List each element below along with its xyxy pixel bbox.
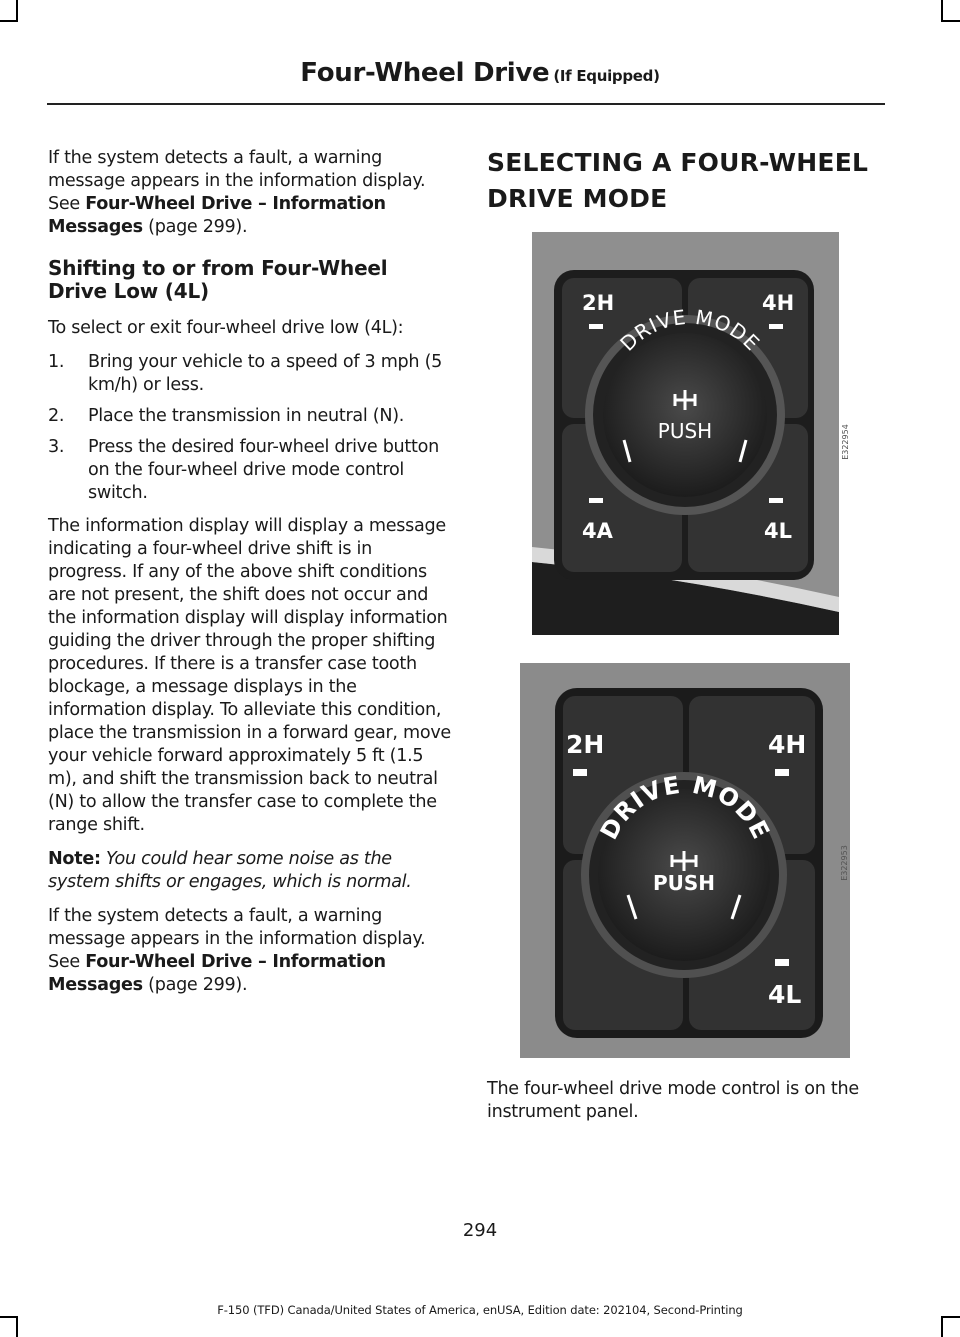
right-column: SELECTING A FOUR-WHEEL DRIVE MODE xyxy=(487,145,887,217)
intro-text: To select or exit four-wheel drive low (… xyxy=(48,318,404,338)
header-rule xyxy=(47,103,885,105)
crop-mark xyxy=(941,1316,943,1337)
step-list: 1. Bring your vehicle to a speed of 3 mph… xyxy=(48,351,453,505)
section-heading-line-2: DRIVE MODE xyxy=(487,184,668,213)
crop-mark xyxy=(941,20,960,22)
step-text: Place the transmission in neutral (N). xyxy=(88,406,405,426)
note-label: Note: xyxy=(48,849,101,869)
list-item: 3. Press the desired four-wheel drive but… xyxy=(48,436,453,505)
fault-text: If the system detects a fault, a warning… xyxy=(48,148,426,214)
drive-mode-knob[interactable] xyxy=(598,789,770,961)
cross-reference-link[interactable]: Four-Wheel Drive – Information Messages xyxy=(48,952,386,995)
page-number: 294 xyxy=(462,1220,498,1241)
page-header: Four-Wheel Drive(If Equipped) xyxy=(0,58,960,88)
fault-text: If the system detects a fault, a warning… xyxy=(48,906,426,972)
note-paragraph: Note: You could hear some noise as the s… xyxy=(48,848,453,894)
crop-mark xyxy=(16,1316,18,1337)
drivetrain-icon xyxy=(673,390,697,410)
label-4h: 4H xyxy=(768,730,806,759)
fault-paragraph: If the system detects a fault, a warning… xyxy=(48,147,453,239)
knob-push-label: PUSH xyxy=(658,419,712,443)
crop-mark xyxy=(941,1316,960,1318)
label-2h: 2H xyxy=(582,291,614,315)
left-column: If the system detects a fault, a warning… xyxy=(48,147,453,1008)
label-4a: 4A xyxy=(582,519,614,543)
step-text: Bring your vehicle to a speed of 3 mph (… xyxy=(88,352,443,395)
header-title: Four-Wheel Drive xyxy=(300,58,550,88)
label-4h: 4H xyxy=(762,291,794,315)
figure-code: E322954 xyxy=(841,424,850,460)
label-2h: 2H xyxy=(566,730,604,759)
drive-mode-switch-figure-3-button: DRIVE MODE PUSH 2H 4H 4L E322953 xyxy=(520,663,850,1058)
list-item: 1. Bring your vehicle to a speed of 3 mph… xyxy=(48,351,453,397)
shift-progress-paragraph: The information display will display a m… xyxy=(48,516,451,835)
knob-push-label: PUSH xyxy=(653,871,715,895)
drive-mode-knob[interactable] xyxy=(603,333,767,497)
fault-paragraph-2: If the system detects a fault, a warning… xyxy=(48,905,453,997)
figure-code: E322953 xyxy=(840,845,849,881)
figure-caption: The four-wheel drive mode control is on … xyxy=(487,1079,859,1122)
crop-mark xyxy=(0,1316,18,1318)
page-footer: F-150 (TFD) Canada/United States of Amer… xyxy=(217,1303,743,1317)
label-4l: 4L xyxy=(764,519,792,543)
subheading: Shifting to or from Four-Wheel Drive Low… xyxy=(48,256,388,303)
label-4l: 4L xyxy=(768,980,801,1009)
page-reference: (page 299). xyxy=(142,975,248,995)
drive-mode-switch-figure-4-button: DRIVE MODE PUSH 2H 4H 4A 4L E322954 xyxy=(532,232,850,635)
cross-reference-link[interactable]: Four-Wheel Drive – Information Messages xyxy=(48,194,386,237)
step-number: 2. xyxy=(48,406,65,426)
crop-mark xyxy=(16,0,18,22)
header-title-suffix: (If Equipped) xyxy=(553,67,660,85)
drivetrain-icon xyxy=(670,851,698,871)
section-heading-line-1: SELECTING A FOUR-WHEEL xyxy=(487,148,869,177)
list-item: 2. Place the transmission in neutral (N). xyxy=(48,405,453,428)
step-number: 1. xyxy=(48,352,65,372)
page-reference: (page 299). xyxy=(142,217,248,237)
step-text: Press the desired four-wheel drive butto… xyxy=(88,437,439,503)
note-text: You could hear some noise as the system … xyxy=(48,849,412,892)
step-number: 3. xyxy=(48,437,65,457)
crop-mark xyxy=(0,20,18,22)
crop-mark xyxy=(941,0,943,22)
